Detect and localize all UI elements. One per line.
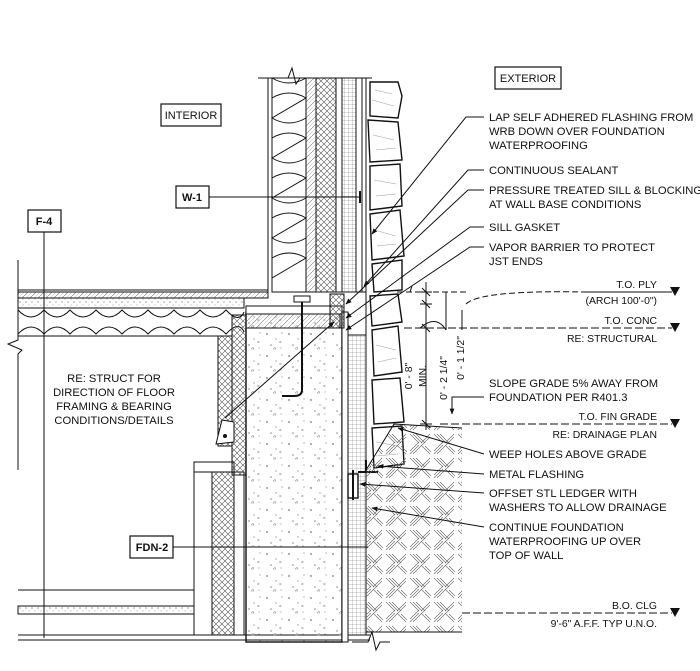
stone-veneer	[365, 81, 405, 470]
dim-8: 0' - 8"	[404, 362, 415, 389]
svg-text:SILL GASKET: SILL GASKET	[489, 222, 560, 234]
note-metal: METAL FLASHING	[377, 464, 584, 481]
upper-wall	[267, 77, 367, 293]
svg-text:(ARCH 100'-0"): (ARCH 100'-0")	[586, 296, 658, 307]
svg-text:WASHERS TO ALLOW DRAINAGE: WASHERS TO ALLOW DRAINAGE	[489, 502, 667, 514]
svg-text:FRAMING & BEARING: FRAMING & BEARING	[56, 401, 172, 413]
note-sill: PRESSURE TREATED SILL & BLOCKING AT WALL…	[345, 185, 700, 305]
note-sealant: CONTINUOUS SEALANT	[363, 165, 618, 287]
svg-text:B.O. CLG: B.O. CLG	[612, 601, 657, 612]
elev-grade: T.O. FIN GRADE RE: DRAINAGE PLAN	[440, 412, 680, 441]
svg-text:EXTERIOR: EXTERIOR	[500, 73, 556, 85]
note-vapor: VAPOR BARRIER TO PROTECT JST ENDS	[345, 242, 655, 331]
svg-text:SLOPE GRADE 5% AWAY FROM: SLOPE GRADE 5% AWAY FROM	[489, 378, 658, 390]
note-ledger: OFFSET STL LEDGER WITH WASHERS TO ALLOW …	[359, 481, 667, 514]
note-lap-flashing: LAP SELF ADHERED FLASHING FROM WRB DOWN …	[371, 112, 693, 235]
svg-text:METAL FLASHING: METAL FLASHING	[489, 469, 584, 481]
svg-text:9'-6" A.F.F. TYP U.N.O.: 9'-6" A.F.F. TYP U.N.O.	[551, 619, 657, 630]
exterior-label: EXTERIOR	[494, 66, 562, 90]
sill-plate	[245, 293, 345, 397]
svg-text:T.O. CONC: T.O. CONC	[604, 316, 657, 327]
svg-text:VAPOR BARRIER TO PROTECT: VAPOR BARRIER TO PROTECT	[489, 242, 655, 254]
tag-w1[interactable]: W-1	[175, 185, 361, 209]
svg-text:FDN-2: FDN-2	[136, 542, 168, 554]
svg-text:WATERPROOFING: WATERPROOFING	[489, 140, 588, 152]
svg-text:CONDITIONS/DETAILS: CONDITIONS/DETAILS	[54, 415, 173, 427]
note-gasket: SILL GASKET	[345, 222, 560, 319]
break-line-left	[6, 260, 23, 470]
svg-text:RE: DRAINAGE PLAN: RE: DRAINAGE PLAN	[552, 430, 657, 441]
svg-text:RE: STRUCT FOR: RE: STRUCT FOR	[67, 373, 161, 385]
note-weep: WEEP HOLES ABOVE GRADE	[397, 427, 647, 461]
floor-assembly	[17, 289, 269, 337]
svg-text:INTERIOR: INTERIOR	[165, 110, 218, 122]
break-line-top	[258, 66, 372, 86]
note-slope: SLOPE GRADE 5% AWAY FROM FOUNDATION PER …	[449, 378, 658, 415]
tag-f4[interactable]: F-4	[27, 209, 62, 638]
svg-text:CONTINUOUS SEALANT: CONTINUOUS SEALANT	[489, 165, 618, 177]
soil	[365, 423, 463, 633]
dimension-lines	[420, 282, 463, 430]
note-struct: RE: STRUCT FOR DIRECTION OF FLOOR FRAMIN…	[53, 321, 335, 427]
svg-text:WRB DOWN OVER FOUNDATION: WRB DOWN OVER FOUNDATION	[489, 126, 665, 138]
interior-label: INTERIOR	[160, 103, 222, 127]
svg-text:OFFSET STL LEDGER WITH: OFFSET STL LEDGER WITH	[489, 488, 637, 500]
concrete-foundation	[245, 311, 367, 643]
svg-text:F-4: F-4	[36, 216, 53, 228]
svg-text:WATERPROOFING UP OVER: WATERPROOFING UP OVER	[489, 536, 641, 548]
svg-text:JST ENDS: JST ENDS	[489, 256, 543, 268]
elev-ply: T.O. PLY (ARCH 100'-0")	[396, 280, 680, 307]
svg-text:TOP OF WALL: TOP OF WALL	[489, 550, 563, 562]
svg-text:DIRECTION OF FLOOR: DIRECTION OF FLOOR	[53, 387, 175, 399]
break-line-bottom	[352, 630, 390, 652]
svg-text:T.O. PLY: T.O. PLY	[616, 280, 657, 291]
svg-text:LAP SELF ADHERED FLASHING FROM: LAP SELF ADHERED FLASHING FROM	[489, 112, 693, 124]
note-continue-waterproofing: CONTINUE FOUNDATION WATERPROOFING UP OVE…	[371, 506, 641, 562]
dim-1-1-2: 0' - 1 1/2"	[456, 336, 467, 380]
svg-text:CONTINUE FOUNDATION: CONTINUE FOUNDATION	[489, 522, 624, 534]
svg-text:WEEP HOLES ABOVE GRADE: WEEP HOLES ABOVE GRADE	[489, 449, 647, 461]
elev-clg: B.O. CLG 9'-6" A.F.F. TYP U.N.O.	[462, 601, 680, 630]
tag-fdn2[interactable]: FDN-2	[129, 535, 368, 559]
svg-text:W-1: W-1	[182, 192, 202, 204]
svg-text:RE: STRUCTURAL: RE: STRUCTURAL	[567, 334, 657, 345]
basement-interior-wall	[17, 314, 370, 641]
svg-text:T.O. FIN GRADE: T.O. FIN GRADE	[578, 412, 657, 423]
dim-min: MIN.	[418, 365, 429, 387]
svg-text:AT WALL BASE CONDITIONS: AT WALL BASE CONDITIONS	[489, 199, 641, 211]
svg-text:PRESSURE TREATED SILL & BLOCKI: PRESSURE TREATED SILL & BLOCKING	[489, 185, 700, 197]
svg-text:FOUNDATION PER R401.3: FOUNDATION PER R401.3	[489, 392, 627, 404]
dim-2-1-4: 0' - 2 1/4"	[439, 356, 450, 400]
joist-hanger	[215, 419, 235, 445]
elev-conc: T.O. CONC RE: STRUCTURAL	[404, 316, 680, 345]
